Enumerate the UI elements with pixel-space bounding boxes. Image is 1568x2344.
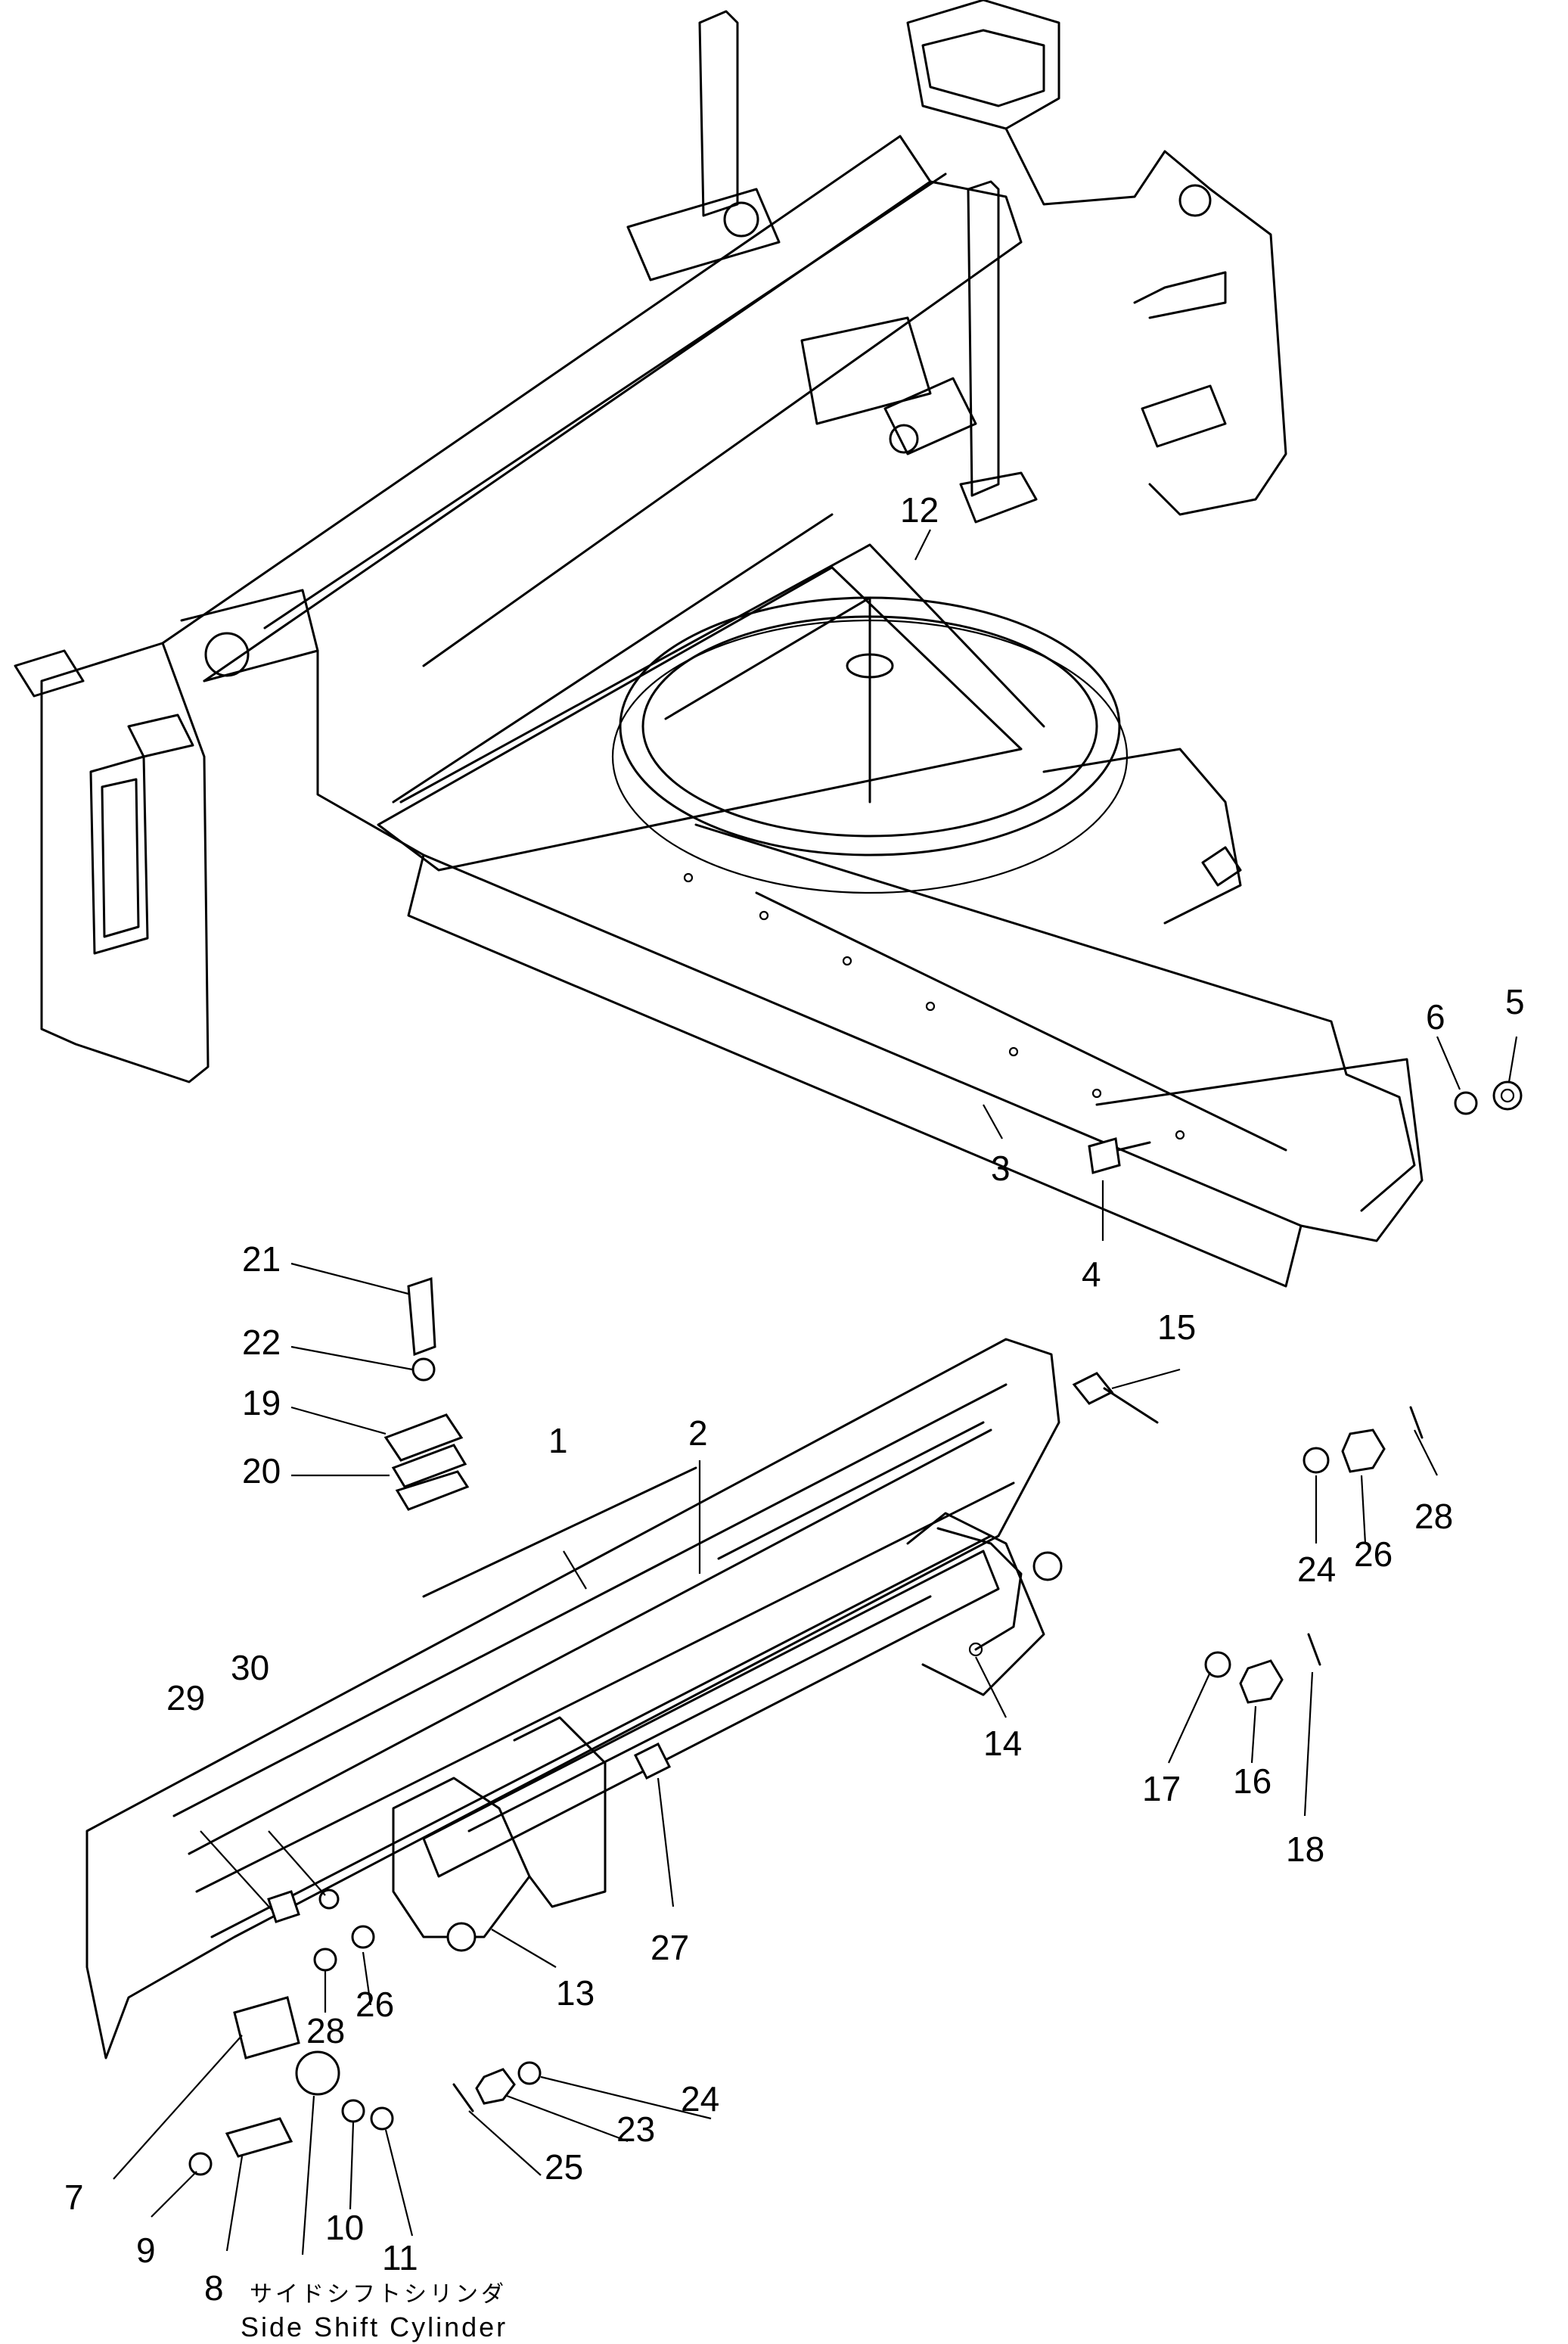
callout-21: 21 <box>242 1239 281 1279</box>
callout-12: 12 <box>900 490 939 530</box>
caption-english: Side Shift Cylinder <box>241 2311 508 2342</box>
callout-26-left: 26 <box>356 1985 394 2024</box>
callout-5: 5 <box>1505 982 1525 1021</box>
callout-19: 19 <box>242 1383 281 1422</box>
callout-9: 9 <box>136 2231 156 2270</box>
side-shift-cylinder-caption: サイドシフトシリンダ Side Shift Cylinder <box>241 2281 508 2342</box>
callout-15: 15 <box>1157 1307 1196 1347</box>
callout-20: 20 <box>242 1451 281 1491</box>
callout-4: 4 <box>1082 1254 1101 1294</box>
callout-27: 27 <box>650 1928 689 1967</box>
callout-18: 18 <box>1286 1830 1324 1869</box>
callout-3: 3 <box>991 1149 1011 1188</box>
callout-7: 7 <box>64 2178 84 2217</box>
callout-24-right: 24 <box>1297 1550 1336 1589</box>
callout-25: 25 <box>545 2147 583 2187</box>
callout-30: 30 <box>231 1648 269 1687</box>
callout-labels: 12 3 4 6 5 21 22 19 20 1 2 15 24 26 28 1… <box>64 490 1525 2308</box>
caption-japanese: サイドシフトシリンダ <box>250 2281 507 2308</box>
callout-22: 22 <box>242 1323 281 1362</box>
callout-11: 11 <box>382 2238 418 2277</box>
callout-1: 1 <box>548 1421 568 1460</box>
callout-16: 16 <box>1233 1761 1271 1801</box>
main-frame-drawing <box>14 0 1523 1288</box>
callout-10: 10 <box>325 2208 364 2247</box>
callout-6: 6 <box>1426 997 1445 1037</box>
callout-8: 8 <box>204 2268 224 2308</box>
callout-13: 13 <box>556 1973 595 2013</box>
callout-17: 17 <box>1142 1769 1181 1808</box>
callout-14: 14 <box>983 1724 1022 1763</box>
blade-assembly-drawing <box>85 1276 1424 2176</box>
callout-2: 2 <box>688 1413 708 1453</box>
callout-28-right: 28 <box>1414 1497 1453 1536</box>
callout-28-left: 28 <box>306 2011 345 2050</box>
callout-23: 23 <box>616 2109 655 2149</box>
callout-24-left: 24 <box>681 2079 719 2119</box>
moldboard-bolt-holes <box>683 872 1185 1140</box>
leader-lines <box>113 529 1518 2255</box>
callout-26-right: 26 <box>1354 1534 1393 1574</box>
callout-29: 29 <box>166 1678 205 1718</box>
